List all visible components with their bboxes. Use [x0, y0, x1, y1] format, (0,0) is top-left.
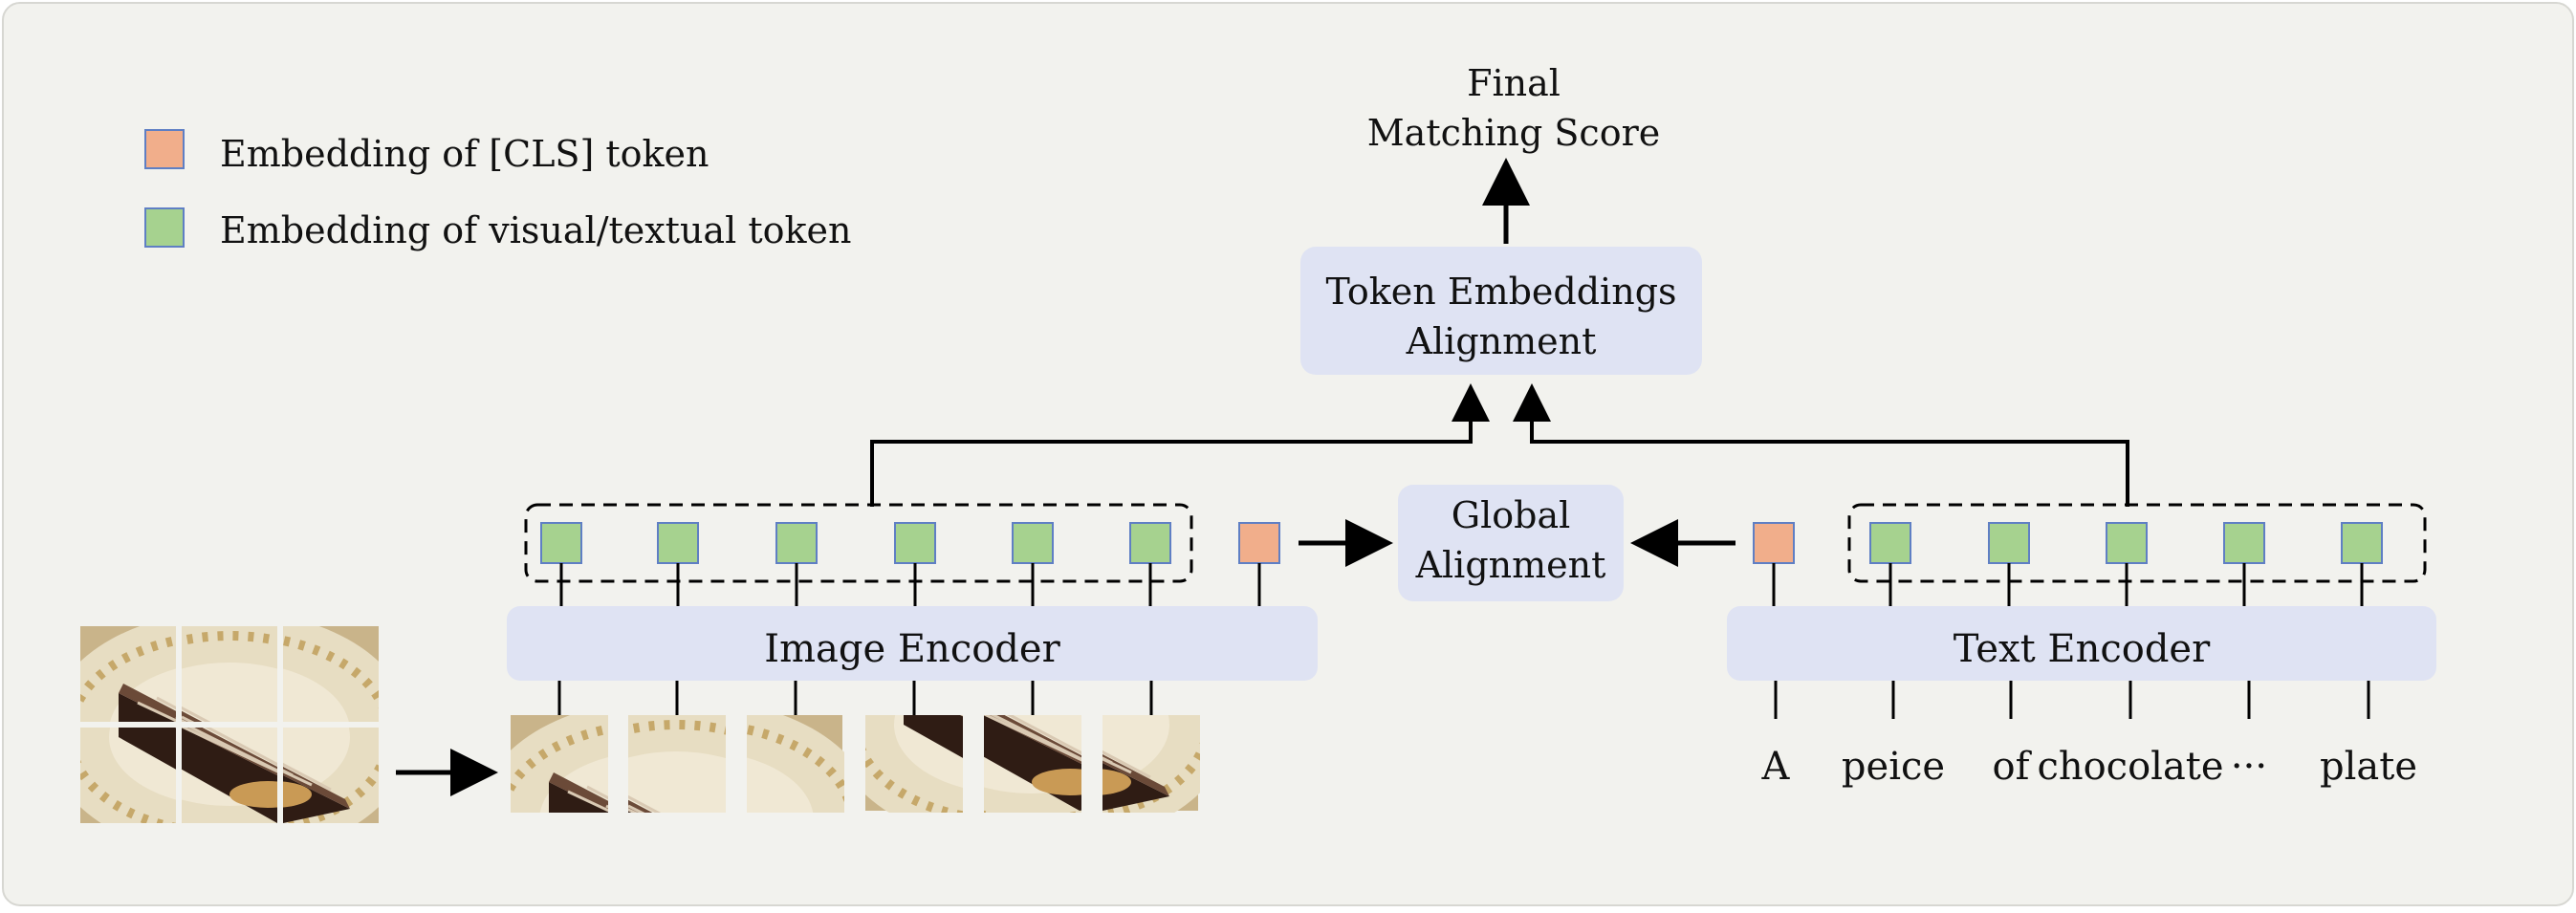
text-token-3: [2106, 522, 2148, 564]
final-score-line1: Final: [1467, 62, 1561, 104]
text-token-group-outline: [1847, 503, 2427, 583]
legend: Embedding of [CLS] token Embedding of vi…: [144, 129, 851, 251]
text-token-1: [1869, 522, 1911, 564]
text-token-2: [1988, 522, 2030, 564]
text-cls-token: [1753, 522, 1795, 564]
image-token-group-outline: [524, 503, 1193, 583]
image-encoder-label: Image Encoder: [764, 627, 1060, 671]
image-token-3: [775, 522, 818, 564]
final-score-line2: Matching Score: [1367, 112, 1660, 154]
image-token-row: [540, 522, 1171, 564]
image-token-1: [540, 522, 582, 564]
token-alignment-line1: Token Embeddings: [1325, 271, 1676, 313]
image-token-4: [894, 522, 936, 564]
cake-image-grid-icon: [47, 612, 412, 857]
text-token-row: [1869, 522, 2383, 564]
legend-token-label: Embedding of visual/textual token: [220, 209, 851, 251]
image-encoder-box: [507, 606, 1318, 681]
text-word-2: peice: [1842, 745, 1945, 789]
text-word-3: of: [1993, 745, 2033, 789]
cake-image-patch-icon: [477, 681, 1232, 908]
legend-token-swatch: [144, 207, 185, 248]
image-cls-token: [1238, 522, 1280, 564]
text-word-4: chocolate: [2037, 745, 2223, 789]
global-alignment-line2: Alignment: [1415, 544, 1606, 586]
image-token-2: [657, 522, 699, 564]
text-tokens-to-alignment-line: [1513, 383, 2129, 507]
image-token-5: [1012, 522, 1054, 564]
global-alignment-box: [1398, 485, 1624, 601]
text-token-5: [2341, 522, 2383, 564]
global-alignment-line1: Global: [1452, 494, 1571, 536]
text-word-6: plate: [2320, 745, 2417, 789]
legend-cls-swatch: [144, 129, 185, 169]
image-token-6: [1129, 522, 1171, 564]
text-encoder-label: Text Encoder: [1954, 627, 2211, 671]
image-tokens-to-alignment-line: [870, 383, 1490, 507]
text-encoder-box: [1727, 606, 2436, 681]
text-token-4: [2223, 522, 2265, 564]
token-alignment-box: [1300, 247, 1702, 375]
text-word-5: ···: [2231, 745, 2267, 789]
text-word-1: A: [1761, 745, 1791, 789]
encoder-links: [559, 563, 2364, 606]
token-alignment-line2: Alignment: [1406, 320, 1597, 362]
legend-cls-label: Embedding of [CLS] token: [220, 133, 709, 175]
